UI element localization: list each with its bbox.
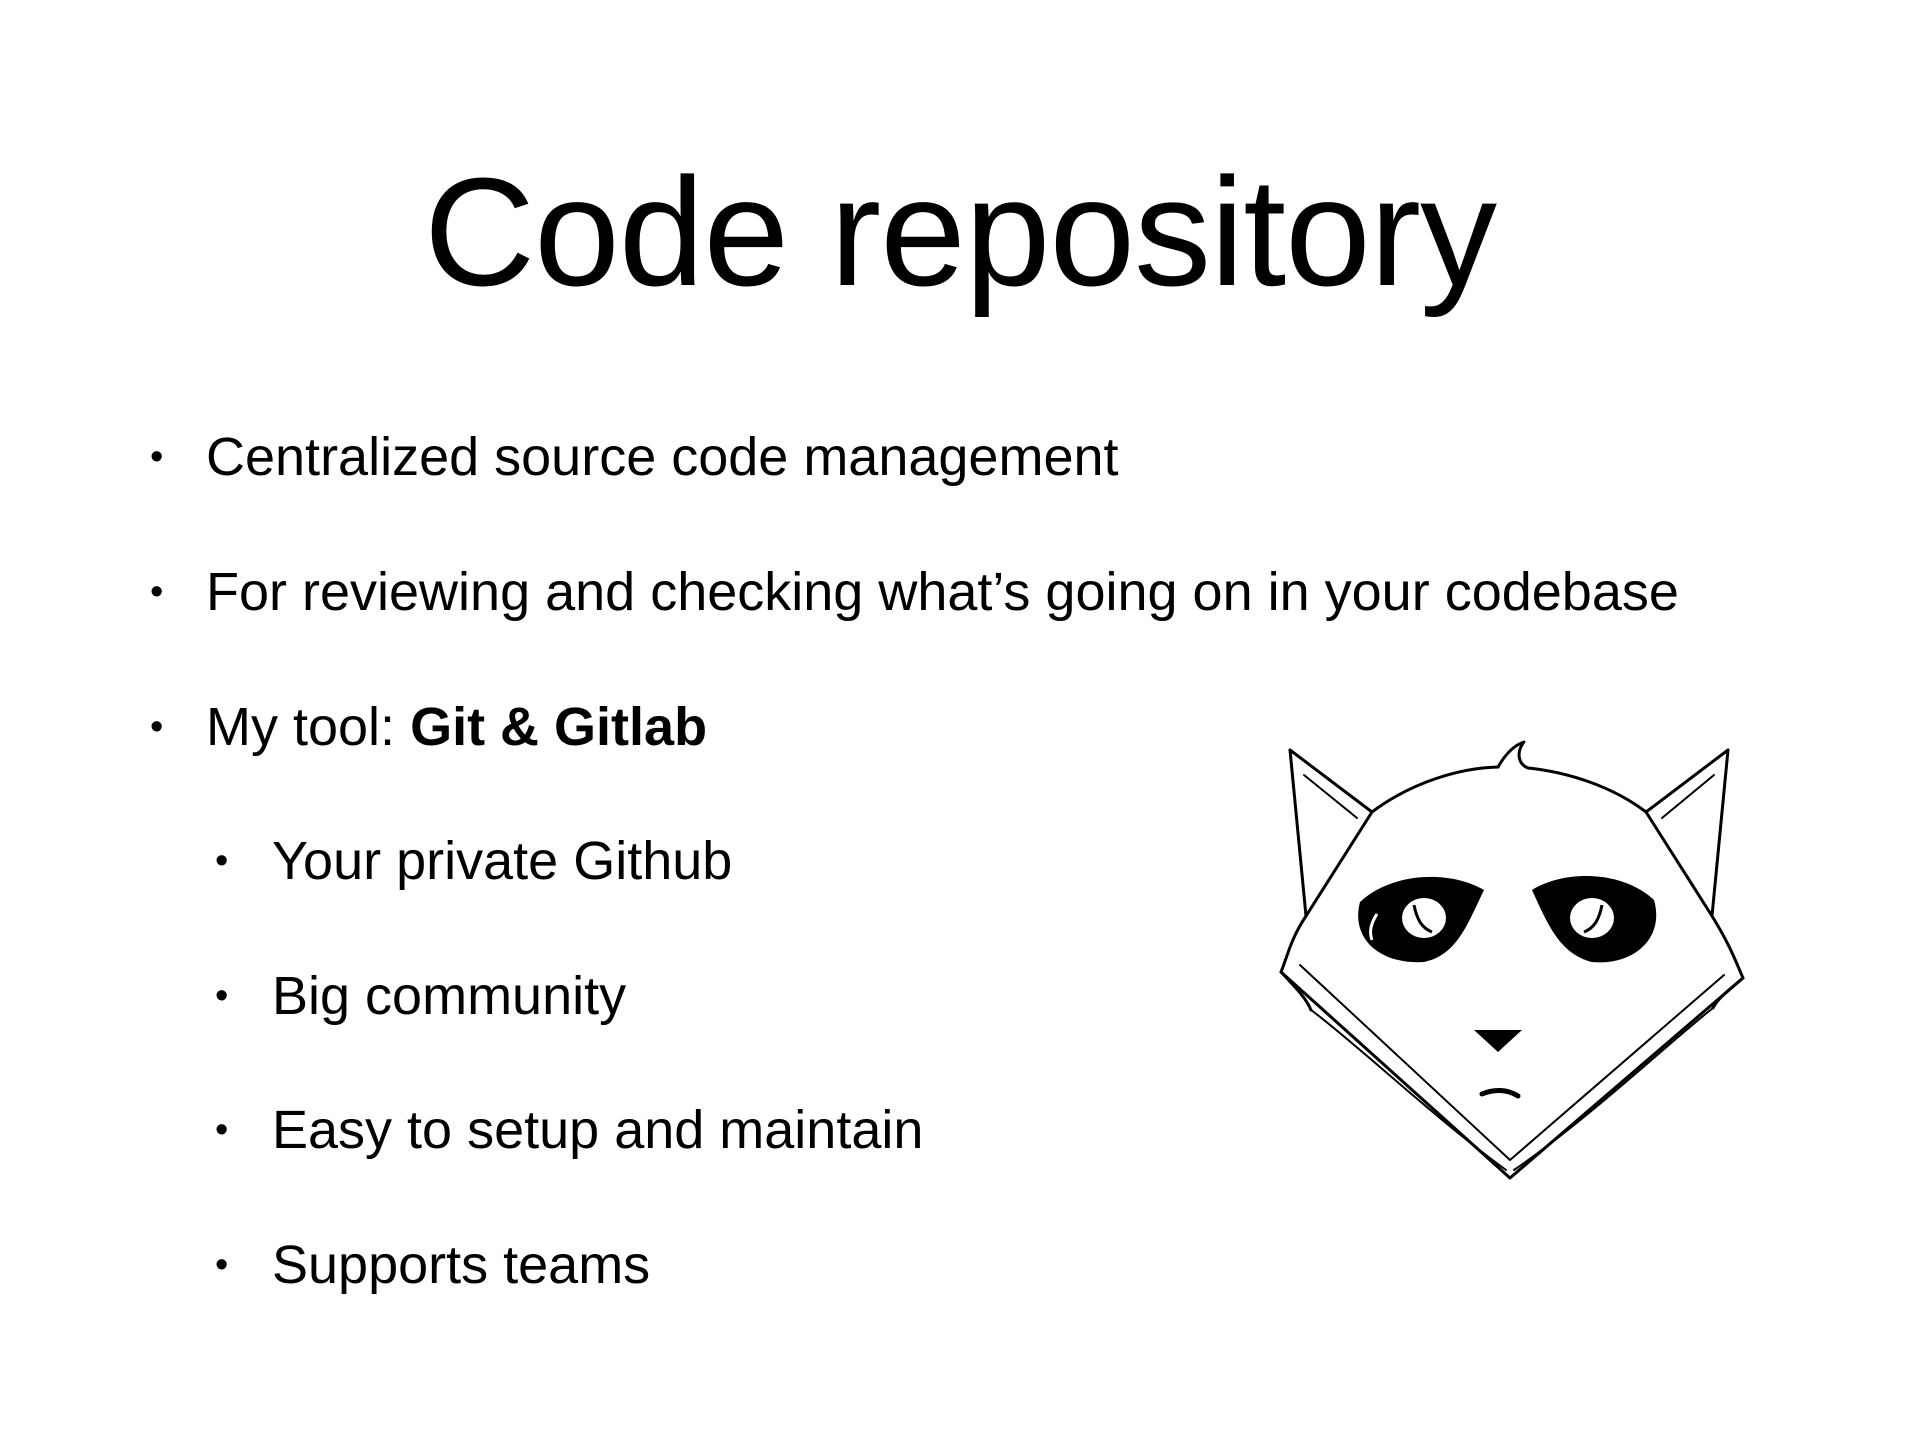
gitlab-cat-logo-icon bbox=[1279, 740, 1745, 1180]
bullet-text: For reviewing and checking what’s going … bbox=[206, 562, 1679, 622]
bullet-item: • My tool: Git & Gitlab bbox=[150, 697, 708, 757]
bullet-text-prefix: My tool: bbox=[206, 697, 411, 757]
bullet-dot-icon: • bbox=[150, 706, 164, 748]
bullet-dot-icon: • bbox=[215, 975, 229, 1017]
sub-bullet-text: Your private Github bbox=[272, 831, 733, 891]
bullet-item: • Centralized source code management bbox=[150, 427, 1119, 487]
bullet-item: • For reviewing and checking what’s goin… bbox=[150, 562, 1679, 622]
bullet-text: Centralized source code management bbox=[206, 427, 1119, 487]
sub-bullet-text: Easy to setup and maintain bbox=[272, 1100, 924, 1160]
sub-bullet-text: Supports teams bbox=[272, 1235, 651, 1295]
bullet-dot-icon: • bbox=[150, 436, 164, 478]
bullet-dot-icon: • bbox=[215, 1109, 229, 1151]
sub-bullet-item: • Big community bbox=[215, 966, 627, 1026]
sub-bullet-item: • Easy to setup and maintain bbox=[215, 1100, 924, 1160]
sub-bullet-item: • Supports teams bbox=[215, 1235, 651, 1295]
slide-title: Code repository bbox=[423, 146, 1497, 318]
bullet-dot-icon: • bbox=[215, 1244, 229, 1286]
bullet-dot-icon: • bbox=[215, 840, 229, 882]
bullet-dot-icon: • bbox=[150, 571, 164, 613]
sub-bullet-item: • Your private Github bbox=[215, 831, 733, 891]
bullet-text-bold: Git & Gitlab bbox=[410, 697, 708, 757]
sub-bullet-text: Big community bbox=[272, 966, 627, 1026]
